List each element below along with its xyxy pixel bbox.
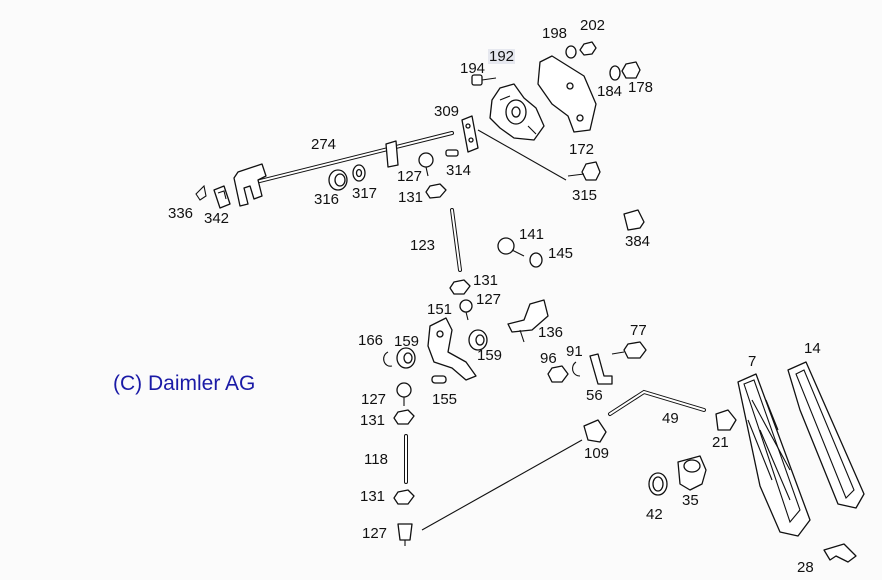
label-91: 91 bbox=[566, 343, 583, 360]
pin-314 bbox=[445, 149, 459, 157]
label-141: 141 bbox=[519, 226, 545, 243]
label-342: 342 bbox=[204, 210, 230, 227]
label-127-lower: 127 bbox=[361, 391, 387, 408]
push-rod-123 bbox=[450, 208, 462, 272]
washer-42 bbox=[648, 472, 668, 496]
nut-202 bbox=[579, 41, 597, 56]
label-109: 109 bbox=[584, 445, 610, 462]
label-131-bottom: 131 bbox=[360, 488, 386, 505]
washer-145 bbox=[529, 252, 543, 268]
label-127-mid: 127 bbox=[476, 291, 502, 308]
label-198: 198 bbox=[542, 25, 568, 42]
label-151: 151 bbox=[427, 301, 453, 318]
clip-28 bbox=[823, 543, 857, 563]
bushing-159-left bbox=[396, 347, 416, 369]
bushing-316 bbox=[328, 169, 348, 191]
label-184: 184 bbox=[597, 83, 623, 100]
label-172: 172 bbox=[569, 141, 595, 158]
washer-198 bbox=[565, 45, 577, 59]
label-194: 194 bbox=[460, 60, 486, 77]
label-118: 118 bbox=[364, 451, 388, 468]
nut-131-lower bbox=[393, 409, 415, 425]
mounting-plate bbox=[537, 55, 597, 133]
nut-96 bbox=[547, 365, 569, 383]
ball-joint-127-lower bbox=[396, 382, 412, 406]
clip-91 bbox=[571, 361, 581, 377]
label-315: 315 bbox=[572, 187, 598, 204]
shaft-lever bbox=[385, 140, 399, 168]
label-127-top: 127 bbox=[397, 168, 423, 185]
pedal-pad-14 bbox=[787, 361, 865, 509]
label-35: 35 bbox=[682, 492, 699, 509]
nut-131-top bbox=[425, 183, 447, 199]
ball-joint-127-mid bbox=[459, 299, 473, 321]
washer-317 bbox=[352, 164, 366, 182]
label-145: 145 bbox=[548, 245, 574, 262]
label-56: 56 bbox=[586, 387, 603, 404]
washer-184 bbox=[609, 65, 621, 81]
cap-109 bbox=[583, 419, 607, 443]
shaft-end-fork bbox=[233, 163, 267, 207]
cap-384 bbox=[623, 209, 645, 231]
label-336: 336 bbox=[168, 205, 194, 222]
bushing-21 bbox=[715, 409, 737, 431]
shaft-274 bbox=[250, 131, 454, 185]
label-317: 317 bbox=[352, 185, 378, 202]
label-28: 28 bbox=[797, 559, 814, 576]
bolt-315 bbox=[567, 161, 601, 181]
bolt-141 bbox=[497, 237, 525, 257]
label-384: 384 bbox=[625, 233, 651, 250]
label-14: 14 bbox=[804, 340, 821, 357]
label-166: 166 bbox=[358, 332, 384, 349]
nut-131-mid bbox=[449, 279, 471, 295]
bracket-56 bbox=[589, 353, 613, 385]
bent-rod-49 bbox=[608, 389, 706, 416]
bracket-151 bbox=[427, 317, 477, 381]
label-42: 42 bbox=[646, 506, 663, 523]
bushing-35 bbox=[677, 455, 707, 491]
label-309: 309 bbox=[434, 103, 460, 120]
ball-joint-127-top bbox=[418, 152, 434, 177]
leader-309-315 bbox=[477, 129, 567, 181]
bearing-bracket-192 bbox=[489, 83, 545, 141]
label-131-mid: 131 bbox=[473, 272, 499, 289]
clip-342 bbox=[213, 185, 231, 209]
label-77: 77 bbox=[630, 322, 647, 339]
clip-166 bbox=[383, 351, 393, 367]
label-96: 96 bbox=[540, 350, 557, 367]
clip-336 bbox=[195, 184, 207, 201]
label-127-bottom: 127 bbox=[362, 525, 388, 542]
label-123: 123 bbox=[410, 237, 436, 254]
label-159-right: 159 bbox=[477, 347, 503, 364]
nut-178 bbox=[621, 61, 641, 79]
copyright-notice: (C) Daimler AG bbox=[113, 372, 256, 395]
pin-155 bbox=[431, 375, 447, 384]
label-136: 136 bbox=[538, 324, 564, 341]
label-159-left: 159 bbox=[394, 333, 420, 350]
bolt-77 bbox=[611, 341, 647, 359]
label-178: 178 bbox=[628, 79, 654, 96]
leader-127-109 bbox=[421, 439, 583, 531]
bushing-159-right bbox=[468, 329, 488, 351]
label-7: 7 bbox=[748, 353, 757, 370]
label-314: 314 bbox=[446, 162, 472, 179]
nut-131-bottom bbox=[393, 489, 415, 505]
bolt-194 bbox=[471, 74, 497, 86]
label-155: 155 bbox=[432, 391, 458, 408]
label-49: 49 bbox=[662, 410, 679, 427]
lever-136 bbox=[507, 299, 549, 343]
label-131-lower: 131 bbox=[360, 412, 386, 429]
link-plate-309 bbox=[461, 115, 479, 153]
label-274: 274 bbox=[311, 136, 337, 153]
label-131-top: 131 bbox=[398, 189, 424, 206]
ball-socket-127-bottom bbox=[397, 523, 413, 546]
label-316: 316 bbox=[314, 191, 340, 208]
label-192: 192 bbox=[488, 48, 516, 65]
label-21: 21 bbox=[712, 434, 729, 451]
pedal-7 bbox=[737, 373, 811, 537]
label-202: 202 bbox=[580, 17, 606, 34]
